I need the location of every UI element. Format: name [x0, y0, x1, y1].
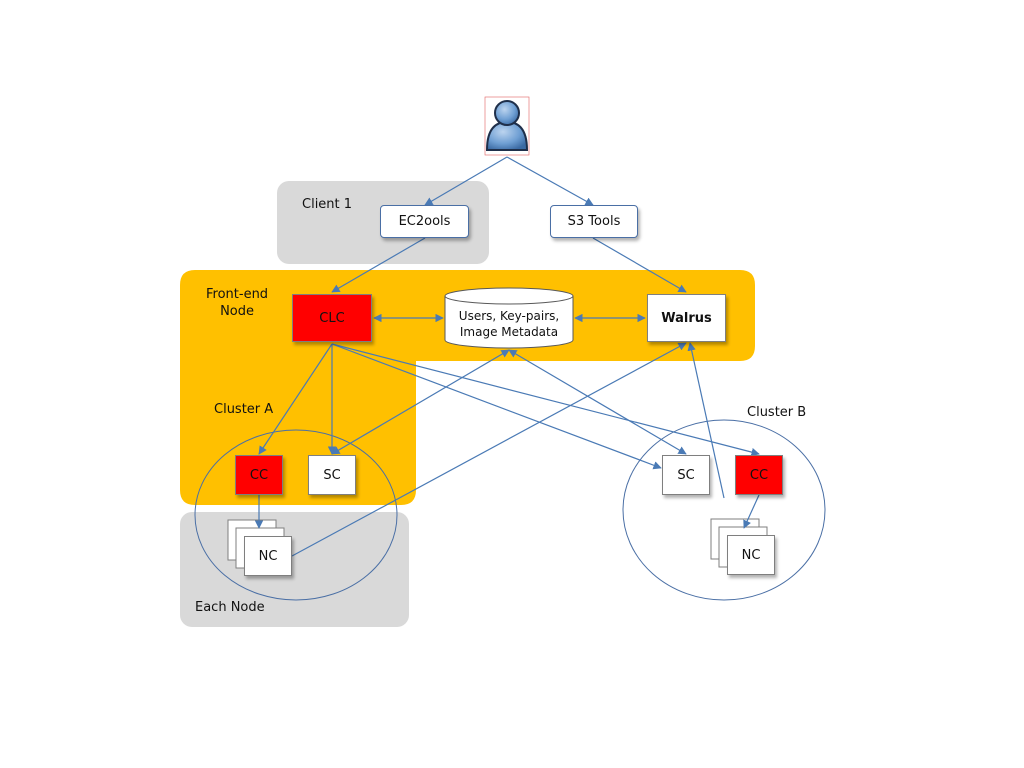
cc-a-box: CC: [235, 455, 283, 495]
nc-a-box: NC: [244, 536, 292, 576]
ec2-tools-box: EC2ools: [380, 205, 469, 238]
cc-b-box: CC: [735, 455, 783, 495]
arrow-nc-a-walrus: [291, 342, 687, 557]
s3-tools-box: S3 Tools: [550, 205, 638, 238]
cluster-a-label: Cluster A: [214, 402, 274, 417]
arrow-sc-a-database: [331, 349, 510, 455]
user-icon: [484, 96, 530, 156]
arrow-cc-b-nc-b: [743, 494, 760, 529]
client-label: Client 1: [302, 197, 353, 212]
arrow-user-s3tools: [506, 156, 594, 206]
cluster-b-circle: [622, 419, 826, 601]
sc-a-box: SC: [308, 455, 356, 495]
walrus-box: Walrus: [647, 294, 726, 342]
clc-box: CLC: [292, 294, 372, 342]
frontend-label: Front-end Node: [206, 287, 269, 319]
database-cylinder: [444, 287, 574, 349]
arrow-ec2tools-clc: [331, 237, 426, 293]
nc-b-box: NC: [727, 535, 775, 575]
arrow-sc-b-database: [508, 349, 687, 455]
arrow-clc-cc-a: [258, 343, 333, 455]
database-label: Users, Key-pairs, Image Metadata: [458, 309, 560, 339]
arrow-nc-b-walrus: [687, 342, 725, 499]
arrow-s3tools-walrus: [592, 237, 687, 293]
each-node-label: Each Node: [195, 600, 265, 615]
cluster-b-label: Cluster B: [747, 405, 807, 420]
sc-b-box: SC: [662, 455, 710, 495]
cluster-a-circle: [194, 429, 398, 601]
arrow-user-ec2tools: [424, 156, 508, 206]
